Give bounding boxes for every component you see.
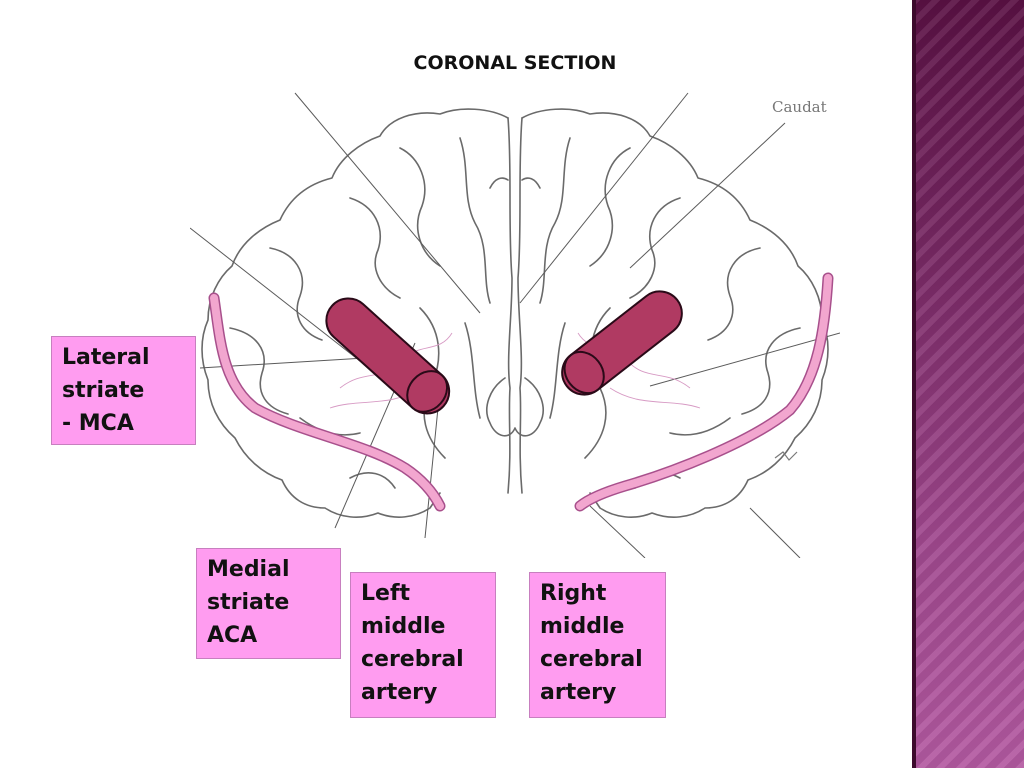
- coronal-section-diagram: [190, 92, 840, 558]
- label-line: cerebral: [361, 647, 464, 672]
- label-line: Left: [361, 581, 411, 606]
- label-line: artery: [540, 680, 617, 705]
- label-medial-striate-aca: Medial striate ACA: [196, 548, 341, 659]
- decorative-side-band: [912, 0, 1024, 768]
- label-line: middle: [361, 614, 446, 639]
- label-line: Right: [540, 581, 607, 606]
- ventricle: [486, 377, 544, 437]
- left-striate-vessel: [325, 297, 451, 415]
- side-band-edge: [912, 0, 916, 768]
- label-line: artery: [361, 680, 438, 705]
- label-right-middle-cerebral-artery: Right middle cerebral artery: [529, 572, 666, 718]
- left-hemisphere-outline: [201, 108, 509, 518]
- label-line: ACA: [207, 623, 258, 648]
- label-line: Medial: [207, 557, 290, 582]
- label-line: middle: [540, 614, 625, 639]
- label-left-middle-cerebral-artery: Left middle cerebral artery: [350, 572, 496, 718]
- slide-title: CORONAL SECTION: [413, 52, 617, 74]
- midline: [507, 117, 513, 494]
- label-line: striate: [207, 590, 290, 615]
- artist-mark: [774, 451, 798, 461]
- label-line: striate: [62, 378, 145, 403]
- caudate-label: Caudat: [772, 98, 827, 116]
- label-line: - MCA: [62, 411, 134, 436]
- leader-lines: [190, 92, 840, 558]
- label-lateral-striate-mca: Lateral striate - MCA: [51, 336, 196, 445]
- label-line: Lateral: [62, 345, 150, 370]
- label-line: cerebral: [540, 647, 643, 672]
- right-striate-vessel: [561, 290, 683, 396]
